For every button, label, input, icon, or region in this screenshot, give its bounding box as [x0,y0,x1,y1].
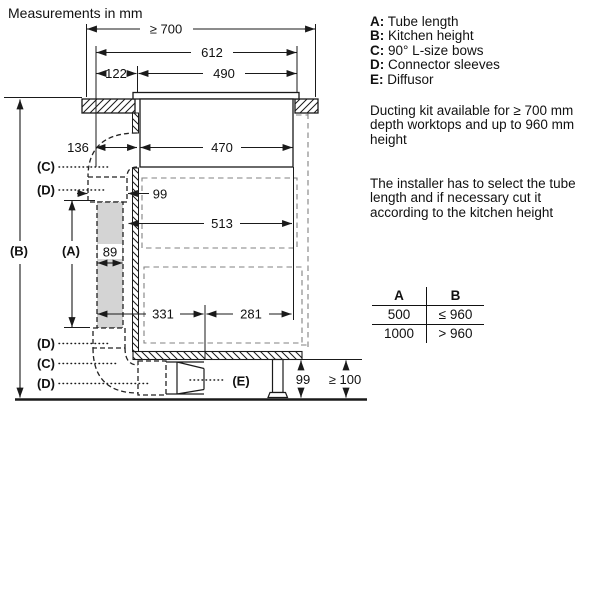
dim-top-width: 612 [201,45,223,60]
label-d-bottom: (D) [37,376,55,391]
structure [15,91,367,401]
connector-sleeve-mid [92,327,126,349]
dim-tube-width: 89 [103,245,117,260]
table-header-b: B [426,287,484,305]
dim-rear-width: 281 [240,307,262,322]
cooktop-plate [132,91,300,100]
tube-length-table: A B 500 ≤ 960 1000 > 960 [372,287,484,343]
table-cell-a1: 500 [372,305,426,324]
dim-front-width: 331 [152,307,174,322]
label-leaders [58,166,225,385]
legend-key-b: B: [370,28,385,44]
dim-sleeve-width: 99 [153,187,167,202]
part-labels: (C) (D) (B) (A) (D) (C) (D) (E) [10,159,250,391]
dimension-arrows [16,25,350,398]
hood-body [139,98,294,168]
dim-left-offset: 122 [105,66,127,81]
dim-cutout-width: 490 [213,66,235,81]
dim-duct-offset: 136 [67,140,89,155]
worktop-left [81,98,136,114]
bow-bottom-inner [124,347,139,366]
dim-floor-clearance: ≥ 100 [329,372,361,387]
legend-label-b: Kitchen height [388,28,474,44]
page-title: Measurements in mm [8,5,143,21]
table-cell-b2: > 960 [426,324,484,343]
dim-plenum-width: 513 [211,216,233,231]
label-d-top: (D) [37,183,55,198]
label-c-bottom: (C) [37,356,55,371]
cabinet-bottom-panel [132,350,303,361]
tube [96,201,124,329]
diffusor [160,361,205,395]
extension-lines [4,24,362,360]
legend-label-d: Connector sleeves [388,57,500,73]
note-installer: The installer has to select the tube len… [370,176,576,220]
cabinet-wall [132,167,139,352]
recess-lower [143,266,303,344]
tube-width-backing [98,244,122,259]
recess-connectors [296,114,308,346]
table-cell-b1: ≤ 960 [426,305,484,324]
table-header-a: A [394,288,404,303]
bow-bottom-outer [92,347,139,394]
note-ducting: Ducting kit available for ≥ 700 mm depth… [370,103,575,147]
legend-label-a: Tube length [387,14,459,29]
connector-sleeve-top [87,176,128,203]
dimension-texts: ≥ 700 612 122 490 136 470 99 513 89 331 … [67,22,361,388]
label-d-mid: (D) [37,336,55,351]
connector-sleeve-bottom [137,360,167,396]
legend-label-c: 90° L-size bows [388,42,484,58]
legend-item-d: D: Connector sleeves [370,58,594,72]
legend: A: Tube length B: Kitchen height C: 90° … [370,14,594,87]
worktop-right [294,98,319,114]
legend-item-e: E: Diffusor [370,71,594,87]
legend-item-c: C: 90° L-size bows [370,42,594,58]
label-c-top: (C) [37,159,55,174]
legend-label-e: Diffusor [387,71,434,87]
bow-top-inner [126,166,138,178]
label-b: (B) [10,244,28,259]
cabinet-leg [267,358,289,399]
label-e: (E) [232,374,249,389]
dim-depth: ≥ 700 [150,22,182,37]
legend-key-a: A: [370,14,385,29]
bow-top-outer [87,132,138,178]
recess-upper [141,177,298,249]
table-cell-a2: 1000 [372,324,426,343]
dim-hood-width: 470 [211,140,233,155]
recess-outlines [141,113,309,351]
cabinet-wall-stub [132,112,139,134]
legend-item-b: B: Kitchen height [370,29,594,43]
legend-item-a: A: Tube length [370,14,594,29]
legend-key-d: D: [370,57,385,73]
dim-bottom-height: 99 [296,372,310,387]
label-a: (A) [62,244,80,259]
legend-key-c: C: [370,42,385,58]
legend-key-e: E: [370,71,384,87]
